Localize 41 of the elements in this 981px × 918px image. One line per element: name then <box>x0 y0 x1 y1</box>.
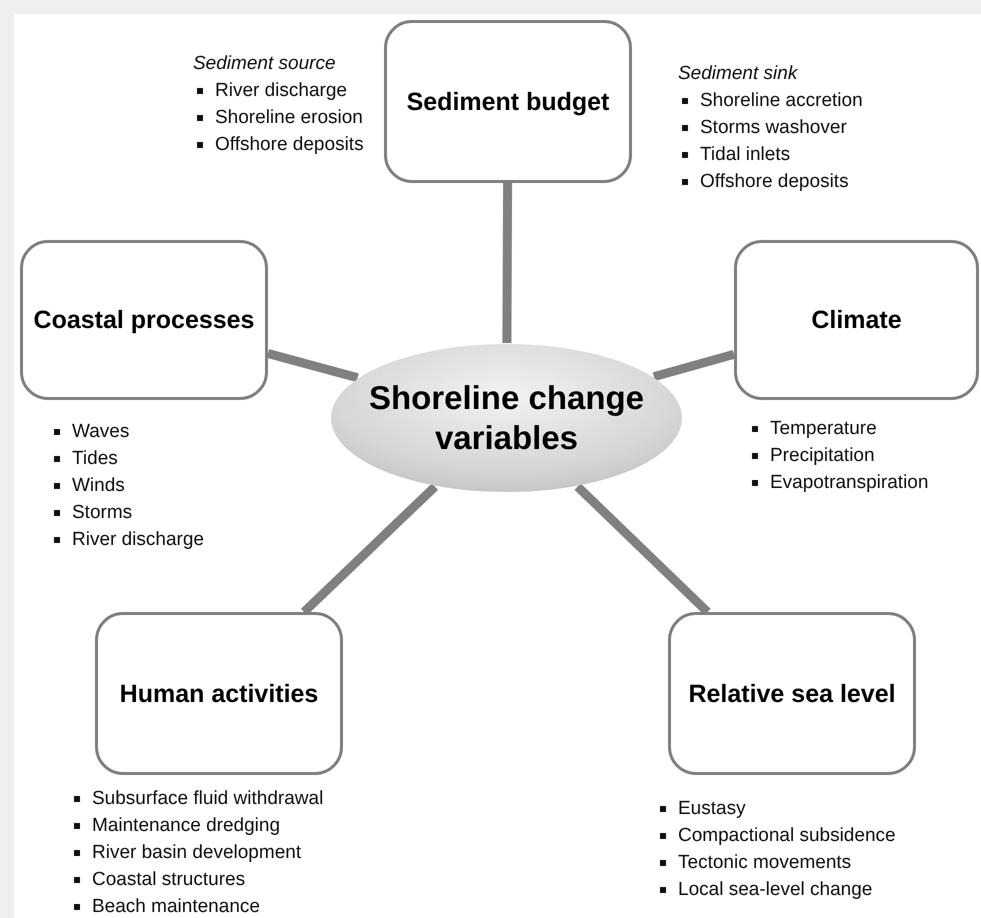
connector-line <box>652 350 736 382</box>
category-box <box>20 240 268 400</box>
category-box <box>384 20 632 183</box>
connector-line <box>502 182 512 344</box>
bullet-item: Storms <box>50 499 132 526</box>
category-box <box>95 612 343 775</box>
connector-line <box>266 349 359 382</box>
bullet-item: Tidal inlets <box>678 141 790 168</box>
node-title: Human activities <box>118 678 320 708</box>
bullet-item: Shoreline erosion <box>193 104 363 131</box>
bullet-item: Beach maintenance <box>70 893 260 918</box>
bullet-item: Offshore deposits <box>193 131 364 158</box>
node-title: Climate <box>810 305 903 335</box>
bullet-item: Local sea-level change <box>656 876 872 903</box>
bullet-item: Shoreline accretion <box>678 87 863 114</box>
node-title: Shoreline change variables <box>368 378 646 458</box>
bullet-item: Compactional subsidence <box>656 822 896 849</box>
bullet-item: Storms washover <box>678 114 847 141</box>
bullet-item: Evapotranspiration <box>748 469 928 496</box>
bullet-item: Maintenance dredging <box>70 812 280 839</box>
list-heading: Sediment source <box>193 52 336 76</box>
node-title: Relative sea level <box>687 678 897 708</box>
category-box <box>734 240 979 400</box>
bullet-item: River basin development <box>70 839 302 866</box>
bullet-item: Precipitation <box>748 442 875 469</box>
bullet-item: Waves <box>50 418 130 445</box>
node-title: Coastal processes <box>32 305 256 335</box>
bullet-item: Tides <box>50 445 118 472</box>
bullet-item: River discharge <box>193 77 347 104</box>
list-heading: Sediment sink <box>678 62 798 86</box>
bullet-item: Eustasy <box>656 795 746 822</box>
bullet-item: Temperature <box>748 415 877 442</box>
bullet-item: River discharge <box>50 526 204 553</box>
bullet-item: Subsurface fluid withdrawal <box>70 785 324 812</box>
bullet-item: Coastal structures <box>70 866 246 893</box>
category-box <box>668 612 916 775</box>
bullet-item: Tectonic movements <box>656 849 852 876</box>
bullet-item: Winds <box>50 472 125 499</box>
central-ellipse <box>330 343 683 493</box>
bullet-item: Offshore deposits <box>678 168 849 195</box>
node-title: Sediment budget <box>406 86 610 116</box>
